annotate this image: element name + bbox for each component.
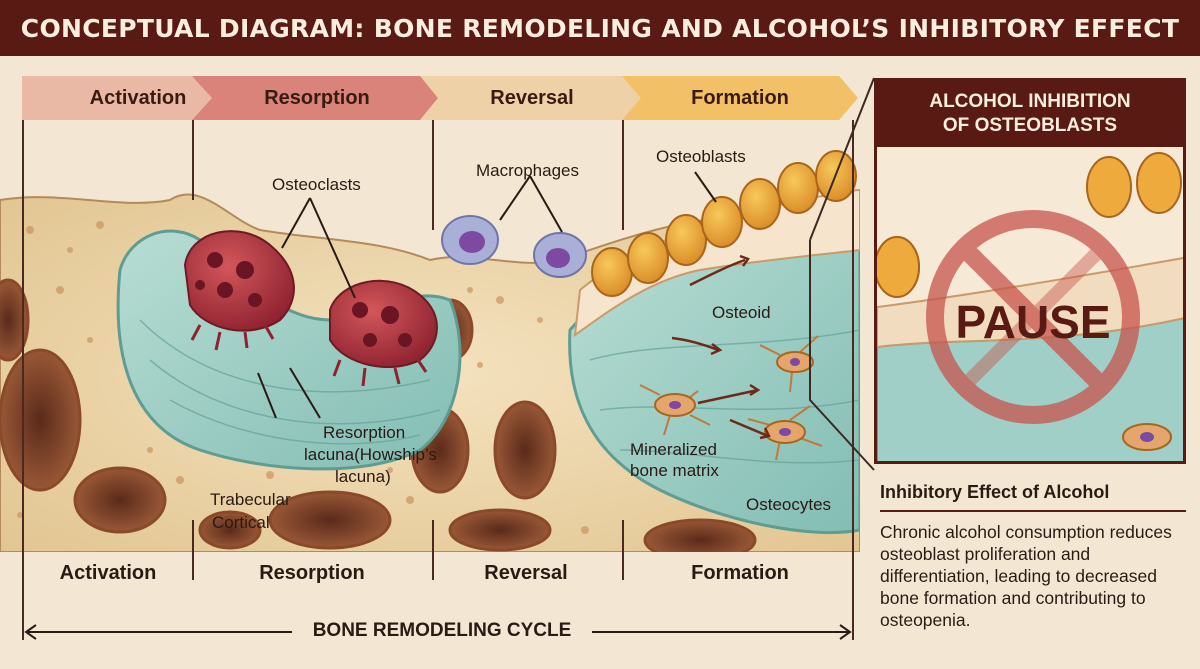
bottom-label-activation: Activation [59, 562, 157, 584]
cycle-label: BONE REMODELING CYCLE [292, 620, 592, 642]
divider-line [432, 520, 434, 580]
prohibition-icon [926, 210, 1140, 424]
callout-text-layer: Osteoclasts Macrophages Osteoblasts Oste… [210, 147, 831, 532]
divider-line [852, 120, 854, 640]
trabecular-label: Trabecular [210, 490, 291, 509]
stage-arrow-reversal: Reversal [420, 76, 644, 120]
divider-line [22, 120, 24, 640]
mineralized-label-2: bone matrix [630, 461, 719, 480]
divider-line [432, 120, 434, 230]
zoom-connector [809, 77, 875, 471]
osteoid-label: Osteoid [712, 303, 771, 322]
osteoblast-row [591, 150, 857, 297]
panel-osteoblasts [877, 152, 1182, 298]
panel-illustration [877, 147, 1183, 461]
resorption-lacuna-label-2: lacuna(Howship’s [304, 445, 437, 464]
divider-line [622, 120, 624, 230]
divider-line [192, 520, 194, 580]
osteoblasts-label: Osteoblasts [656, 147, 746, 166]
bottom-label-formation: Formation [691, 562, 789, 584]
panel-header: ALCOHOL INHIBITION OF OSTEOBLASTS [877, 81, 1183, 147]
resorption-lacuna-label-1: Resorption [323, 423, 405, 442]
osteoclasts-label: Osteoclasts [272, 175, 361, 194]
stage-label: Reversal [490, 86, 574, 109]
osteoclast-cell [329, 279, 438, 387]
title-bar: CONCEPTUAL DIAGRAM: BONE REMODELING AND … [0, 0, 1200, 56]
effect-divider [880, 510, 1186, 512]
bone-cross-section [0, 120, 860, 552]
osteocyte-cell [747, 405, 823, 461]
macrophage-cell [533, 232, 587, 278]
cortical-label: Cortical [212, 513, 270, 532]
stage-arrow-resorption: Resorption [192, 76, 442, 120]
bone-remodeling-illustration: Osteoclasts Macrophages Osteoblasts Oste… [0, 120, 860, 552]
callout-leaders [257, 171, 717, 419]
stage-label: Resorption [264, 86, 370, 109]
stage-label: Activation [89, 86, 187, 109]
effect-body: Chronic alcohol consumption reduces oste… [880, 522, 1172, 630]
macrophage-cell [441, 215, 499, 265]
macrophages-label: Macrophages [476, 161, 579, 180]
osteocytes-label: Osteocytes [746, 495, 831, 514]
panel-osteocyte [1122, 423, 1172, 451]
mineralized-label-1: Mineralized [630, 440, 717, 459]
stage-arrow-formation: Formation [622, 76, 858, 120]
formation-arrows [671, 254, 771, 440]
panel-header-line1: ALCOHOL INHIBITION [929, 91, 1131, 112]
trabecular-pores [0, 278, 757, 552]
osteocyte-cell [639, 384, 711, 436]
panel-header-line2: OF OSTEOBLASTS [942, 115, 1118, 136]
osteocyte-cell [759, 335, 819, 393]
effect-title: Inhibitory Effect of Alcohol [880, 482, 1110, 502]
divider-line [622, 520, 624, 580]
bottom-label-reversal: Reversal [484, 562, 568, 584]
stage-label: Formation [691, 86, 789, 109]
alcohol-inhibition-panel: ALCOHOL INHIBITION OF OSTEOBLASTS PAUSE [874, 78, 1186, 464]
divider-line [192, 120, 194, 200]
pause-label: PAUSE [955, 296, 1111, 348]
lacuna-texture [139, 319, 441, 445]
diagram-title: CONCEPTUAL DIAGRAM: BONE REMODELING AND … [20, 13, 1180, 43]
resorption-lacuna-label-3: lacuna) [335, 467, 391, 486]
osteoclast-cell [183, 230, 295, 351]
bottom-label-resorption: Resorption [259, 562, 365, 584]
